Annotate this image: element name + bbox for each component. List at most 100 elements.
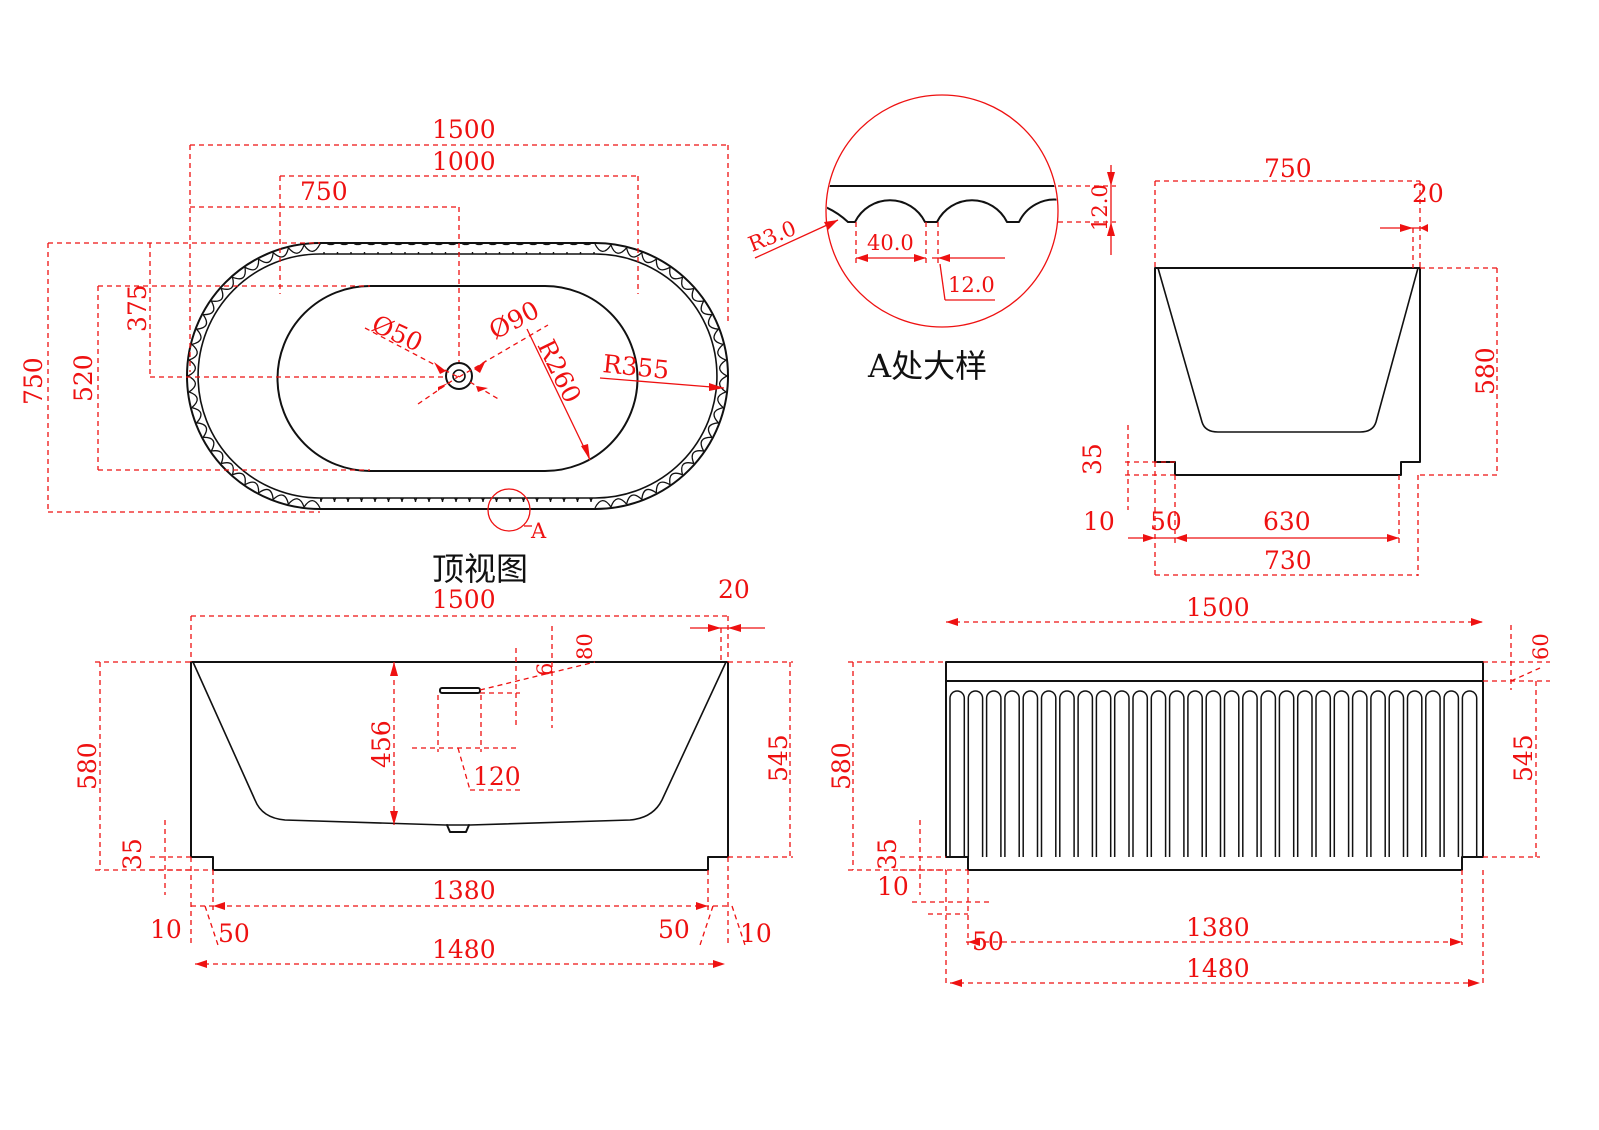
rim-scallop xyxy=(700,436,712,452)
rim-scallop xyxy=(717,343,727,361)
flute xyxy=(1278,690,1295,857)
rim-scallop xyxy=(258,252,274,264)
flute xyxy=(1388,690,1405,857)
rim-scallop xyxy=(610,244,628,254)
flute xyxy=(1406,690,1423,857)
rim-scallop xyxy=(187,375,196,393)
dim-side-1480: 1480 xyxy=(1186,954,1250,983)
dim-top-1500: 1500 xyxy=(432,115,496,144)
flute xyxy=(1187,690,1203,857)
dim-section-1380: 1380 xyxy=(432,876,496,905)
rim-scallop xyxy=(641,252,657,264)
flute xyxy=(1425,690,1441,857)
dim-side-35: 35 xyxy=(873,838,902,870)
flute xyxy=(1205,690,1222,857)
rim-scallop xyxy=(610,498,628,508)
dim-side-50: 50 xyxy=(972,927,1004,956)
dim-section-580: 580 xyxy=(73,742,102,790)
detail-scallop-profile xyxy=(827,198,1057,223)
top-basin xyxy=(276,285,639,472)
flute xyxy=(985,690,1002,857)
dim-detail-12-horizontal: 12.0 xyxy=(948,273,995,297)
rim-scallop xyxy=(303,243,321,252)
side-top-band xyxy=(945,661,1484,682)
flute xyxy=(1059,690,1075,857)
rim-scallop xyxy=(641,488,657,500)
flute xyxy=(1260,690,1277,857)
rim-scallop xyxy=(655,481,671,493)
dim-section-120: 120 xyxy=(473,762,521,791)
rim-scallop xyxy=(191,406,202,424)
dim-section-456: 456 xyxy=(367,720,396,768)
flute xyxy=(949,690,966,857)
drain-inner xyxy=(452,369,466,383)
dim-section-50-right: 50 xyxy=(658,915,690,944)
rim-scallop xyxy=(594,500,612,509)
rim-scallop xyxy=(625,247,643,258)
rim-scallop xyxy=(713,406,724,424)
top-outer-rim xyxy=(186,242,729,510)
section-inner-profile xyxy=(192,661,727,826)
flute xyxy=(1296,690,1313,857)
dim-top-o90: Ø90 xyxy=(484,295,544,345)
rim-scallop xyxy=(272,247,290,258)
rim-scallop xyxy=(303,500,321,509)
rim-scallop xyxy=(719,375,728,393)
dim-section-20: 20 xyxy=(718,575,750,604)
flute xyxy=(967,690,984,857)
drain-outer xyxy=(445,362,473,390)
dim-section-10-right: 10 xyxy=(740,919,772,948)
flute xyxy=(1113,690,1130,857)
end-outer-profile xyxy=(1154,267,1421,476)
dim-section-10-left: 10 xyxy=(150,915,182,944)
rim-scallop xyxy=(625,494,643,505)
dim-top-750-vertical: 750 xyxy=(19,357,48,405)
flute xyxy=(1461,690,1478,857)
dim-top-750: 750 xyxy=(300,177,348,206)
rim-scallop xyxy=(196,314,208,330)
dim-side-1380: 1380 xyxy=(1186,913,1250,942)
section-drain xyxy=(446,824,470,833)
flute xyxy=(1168,690,1185,857)
rim-scallop xyxy=(669,267,683,280)
rim-scallop xyxy=(691,450,704,464)
top-scallop-band-upper xyxy=(320,244,595,254)
rim-scallop xyxy=(707,422,719,438)
dim-end-750: 750 xyxy=(1264,154,1312,183)
rim-scallop xyxy=(594,243,612,252)
section-view: 1500 20 80 6 456 120 580 545 35 xyxy=(73,575,793,968)
dim-top-o50: Ø50 xyxy=(367,309,427,357)
detail-a-circle xyxy=(825,94,1059,328)
overflow-slot xyxy=(439,687,481,694)
flute xyxy=(1150,690,1167,857)
flute xyxy=(1242,690,1258,857)
flute xyxy=(1040,690,1057,857)
rim-scallop xyxy=(681,462,694,475)
side-view: 1500 60 580 545 35 10 50 1380 1480 xyxy=(827,593,1553,987)
flute xyxy=(1004,690,1020,857)
dim-end-35: 35 xyxy=(1078,443,1107,475)
flute xyxy=(1077,690,1094,857)
dim-detail-12-vertical: 12.0 xyxy=(1088,184,1112,231)
top-view: 1500 1000 750 750 520 375 Ø50 Ø90 R260 xyxy=(19,115,729,588)
rim-scallop xyxy=(203,300,215,316)
flute xyxy=(1351,690,1368,857)
rim-scallop xyxy=(669,472,683,485)
flute xyxy=(1095,690,1112,857)
dim-side-1500: 1500 xyxy=(1186,593,1250,622)
dim-top-1000: 1000 xyxy=(432,147,496,176)
flute xyxy=(1315,690,1332,857)
dim-top-r260: R260 xyxy=(532,335,587,408)
rim-scallop xyxy=(196,422,208,438)
flute xyxy=(1443,690,1460,857)
dim-end-20: 20 xyxy=(1412,179,1444,208)
rim-scallop xyxy=(655,259,671,271)
dim-section-6: 6 xyxy=(533,663,557,676)
end-inner-profile xyxy=(1157,267,1419,433)
detail-a-title: A处大样 xyxy=(867,347,987,385)
rim-scallop xyxy=(287,244,305,254)
dim-end-50: 50 xyxy=(1150,507,1182,536)
rim-scallop xyxy=(244,259,260,271)
dim-top-520: 520 xyxy=(69,354,98,402)
detail-a-marker-label: A xyxy=(530,519,547,543)
